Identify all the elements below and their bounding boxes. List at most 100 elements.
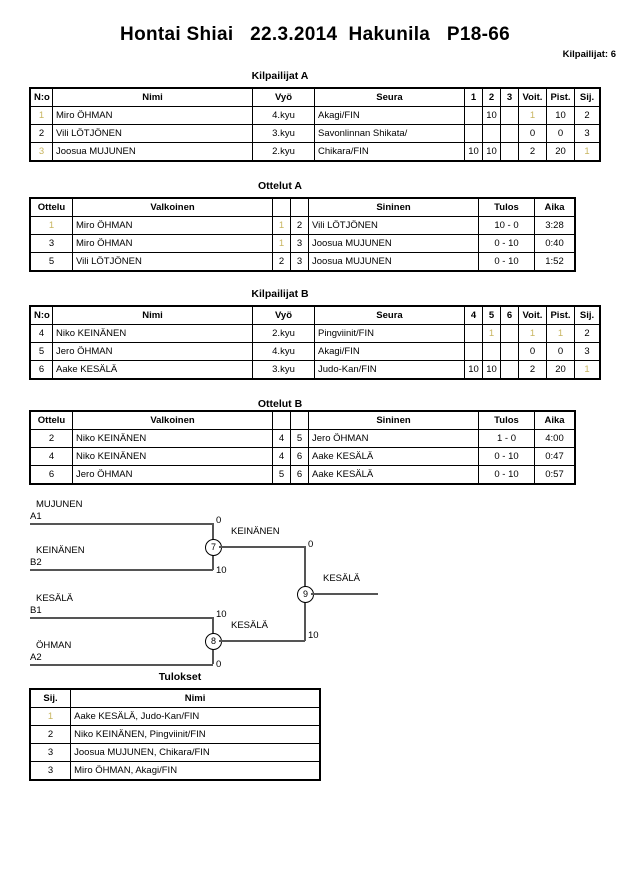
cell-match: 1	[30, 216, 73, 235]
pool-b-table: N:o Nimi Vyö Seura 4 5 6 Voit. Pist. Sij…	[29, 305, 601, 380]
bracket-score-top: 10	[216, 609, 227, 620]
cell-rank: 3	[574, 342, 600, 361]
cell-white: Miro ÖHMAN	[72, 234, 273, 253]
cell-blue-no: 2	[290, 216, 309, 235]
cell-belt: 4.kyu	[252, 106, 315, 125]
cell-m1: 10	[464, 142, 483, 161]
cell-m6	[500, 360, 519, 379]
cell-m3	[500, 106, 519, 125]
cell-club: Judo-Kan/FIN	[314, 360, 465, 379]
cell-time: 0:47	[534, 447, 575, 466]
cell-belt: 4.kyu	[252, 342, 315, 361]
cell-time: 0:57	[534, 465, 575, 484]
table-row: 1 Miro ÖHMAN 4.kyu Akagi/FIN 10 1 10 2	[30, 106, 600, 125]
cell-wins: 1	[518, 106, 547, 125]
bracket-entry-name: KEINÄNEN	[36, 545, 85, 556]
cell-wins: 2	[518, 360, 547, 379]
bracket-entry-seed: B2	[30, 557, 42, 568]
cell-wins: 0	[518, 342, 547, 361]
bracket-score-bottom: 0	[216, 659, 222, 670]
matches-a-table: Ottelu Valkoinen Sininen Tulos Aika 1 Mi…	[29, 197, 576, 272]
results-table: Sij. Nimi 1 Aake KESÄLÄ, Judo-Kan/FIN 2 …	[29, 688, 321, 781]
col-time: Aika	[534, 198, 575, 217]
col-rank: Sij.	[29, 689, 72, 708]
cell-no: 1	[30, 106, 53, 125]
page-title: Hontai Shiai 22.3.2014 Hakunila P18-66	[120, 24, 510, 45]
col-m2: 2	[482, 88, 501, 107]
cell-name: Miro ÖHMAN, Akagi/FIN	[70, 761, 320, 780]
cell-belt: 3.kyu	[252, 124, 315, 143]
bracket-entry-seed: A2	[30, 652, 42, 663]
col-white-no	[272, 411, 291, 430]
table-row: 4 Niko KEINÄNEN 4 6 Aake KESÄLÄ 0 - 10 0…	[30, 447, 575, 466]
col-m6: 6	[500, 306, 519, 325]
cell-no: 4	[30, 324, 53, 343]
cell-result: 10 - 0	[478, 216, 535, 235]
bracket-winner-name: KESÄLÄ	[231, 620, 268, 631]
cell-rank: 1	[574, 142, 600, 161]
cell-wins: 1	[518, 324, 547, 343]
cell-rank: 1	[29, 707, 72, 726]
results-header-row: Sij. Nimi	[29, 689, 320, 708]
cell-m3	[500, 142, 519, 161]
cell-points: 0	[546, 124, 575, 143]
cell-white-no: 1	[272, 216, 291, 235]
col-points: Pist.	[546, 88, 575, 107]
col-match: Ottelu	[30, 411, 73, 430]
cell-rank: 1	[574, 360, 600, 379]
bracket-line	[219, 640, 305, 642]
cell-rank: 3	[29, 743, 72, 762]
col-time: Aika	[534, 411, 575, 430]
col-m3: 3	[500, 88, 519, 107]
cell-time: 1:52	[534, 252, 575, 271]
bracket-match-node: 7	[205, 539, 222, 556]
cell-white: Niko KEINÄNEN	[72, 447, 273, 466]
elimination-bracket: MUJUNEN A1 KEINÄNEN B2 0 10 7 KEINÄNEN K…	[0, 495, 460, 680]
cell-m3	[500, 124, 519, 143]
cell-white-no: 2	[272, 252, 291, 271]
cell-m5: 10	[482, 360, 501, 379]
pool-b-header-row: N:o Nimi Vyö Seura 4 5 6 Voit. Pist. Sij…	[30, 306, 600, 325]
cell-m4	[464, 342, 483, 361]
cell-m1	[464, 124, 483, 143]
col-club: Seura	[314, 306, 465, 325]
col-points: Pist.	[546, 306, 575, 325]
cell-white-no: 4	[272, 447, 291, 466]
cell-club: Savonlinnan Shikata/	[314, 124, 465, 143]
col-white-no	[272, 198, 291, 217]
cell-belt: 2.kyu	[252, 324, 315, 343]
col-wins: Voit.	[518, 88, 547, 107]
cell-white-no: 4	[272, 429, 291, 448]
table-row: 3 Miro ÖHMAN, Akagi/FIN	[29, 761, 320, 780]
cell-result: 0 - 10	[478, 465, 535, 484]
cell-wins: 0	[518, 124, 547, 143]
cell-white: Niko KEINÄNEN	[72, 429, 273, 448]
bracket-entry-name: MUJUNEN	[36, 499, 83, 510]
cell-m5: 1	[482, 324, 501, 343]
cell-white: Jero ÖHMAN	[72, 465, 273, 484]
cell-match: 4	[30, 447, 73, 466]
col-white: Valkoinen	[72, 411, 273, 430]
table-row: 1 Aake KESÄLÄ, Judo-Kan/FIN	[29, 707, 320, 726]
cell-blue: Joosua MUJUNEN	[308, 252, 479, 271]
cell-name: Miro ÖHMAN	[52, 106, 253, 125]
col-result: Tulos	[478, 411, 535, 430]
cell-blue-no: 6	[290, 465, 309, 484]
table-row: 3 Joosua MUJUNEN 2.kyu Chikara/FIN 10 10…	[30, 142, 600, 161]
cell-m5	[482, 342, 501, 361]
cell-white-no: 5	[272, 465, 291, 484]
matches-b-header-row: Ottelu Valkoinen Sininen Tulos Aika	[30, 411, 575, 430]
col-m1: 1	[464, 88, 483, 107]
table-row: 3 Joosua MUJUNEN, Chikara/FIN	[29, 743, 320, 762]
col-m4: 4	[464, 306, 483, 325]
col-blue: Sininen	[308, 198, 479, 217]
cell-white: Miro ÖHMAN	[72, 216, 273, 235]
cell-m6	[500, 324, 519, 343]
cell-blue-no: 3	[290, 234, 309, 253]
cell-blue: Aake KESÄLÄ	[308, 447, 479, 466]
cell-name: Joosua MUJUNEN	[52, 142, 253, 161]
cell-belt: 3.kyu	[252, 360, 315, 379]
caption-results: Tulokset	[158, 671, 202, 683]
cell-blue-no: 6	[290, 447, 309, 466]
